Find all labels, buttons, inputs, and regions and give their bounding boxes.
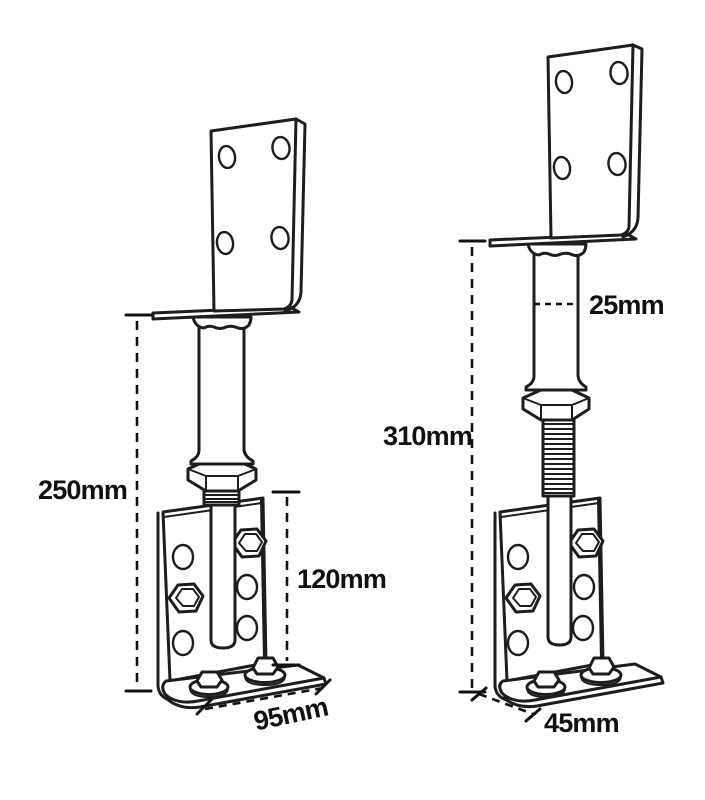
right-threaded-rod xyxy=(541,417,576,498)
right-base-dimension: 45mm xyxy=(470,686,620,738)
left-bracket-bolt-upper xyxy=(230,527,268,559)
left-tube xyxy=(189,326,255,466)
right-base-plate xyxy=(498,656,665,709)
left-top-mounting-plate xyxy=(209,117,307,313)
left-post-support-figure: 250mm 120mm 95mm xyxy=(38,117,387,736)
right-tube xyxy=(524,253,588,392)
left-height-dimension: 250mm xyxy=(38,313,153,693)
left-threaded-section xyxy=(202,489,241,507)
left-height-label: 250mm xyxy=(38,475,127,505)
left-bracket-dimension: 120mm xyxy=(271,490,387,667)
right-height-label: 310mm xyxy=(383,421,472,451)
right-base-bolt-back xyxy=(579,656,623,686)
left-bracket-bolt-lower xyxy=(167,582,205,614)
left-base-bolt-front xyxy=(188,670,230,698)
right-inner-rod xyxy=(546,494,573,647)
right-base-label: 45mm xyxy=(544,708,619,738)
right-height-dimension: 310mm xyxy=(383,239,487,694)
right-base-bolt-front xyxy=(525,670,567,698)
right-top-mounting-plate xyxy=(546,43,644,240)
left-weld-collar xyxy=(191,315,253,331)
right-weld-collar xyxy=(526,242,588,258)
left-base-plate xyxy=(161,656,328,710)
left-bracket-label: 120mm xyxy=(297,564,386,594)
right-tube-dimension: 25mm xyxy=(534,290,665,320)
left-inner-rod xyxy=(209,501,237,650)
right-bracket-bolt-upper xyxy=(567,527,605,559)
right-bracket-bolt-lower xyxy=(504,582,542,614)
right-adjustment-nut xyxy=(521,388,591,422)
right-post-support-figure: 25mm 310mm 45mm xyxy=(383,43,665,738)
left-base-bolt-back xyxy=(243,656,287,686)
right-tube-label: 25mm xyxy=(589,290,664,320)
